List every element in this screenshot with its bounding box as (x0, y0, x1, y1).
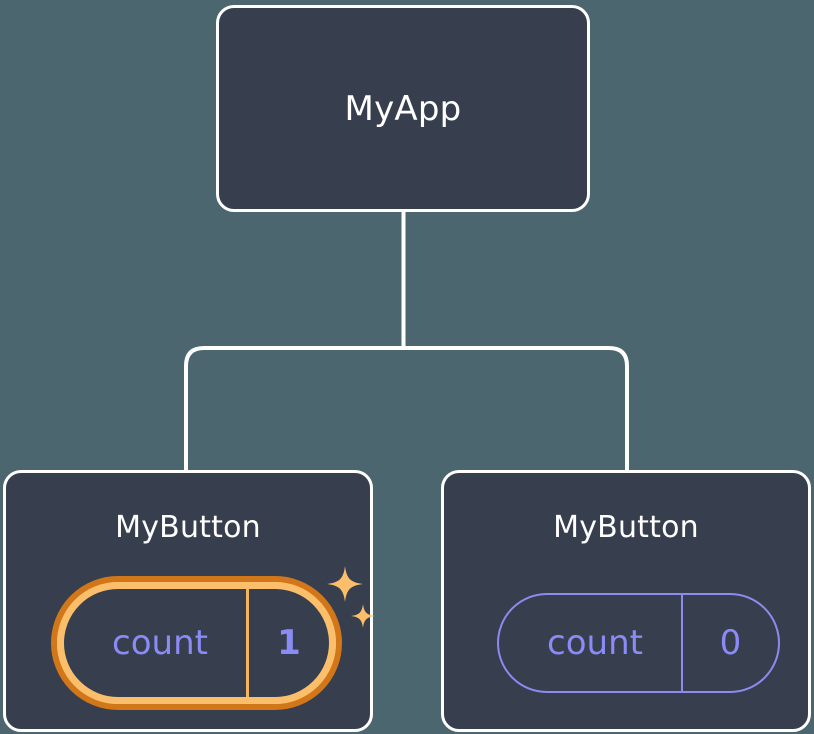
connector-bus (184, 346, 629, 470)
state-pill-left-wrapper[interactable]: count 1 (51, 576, 342, 710)
node-mybutton-right-label: MyButton (553, 510, 699, 545)
node-mybutton-right[interactable]: MyButton count 0 (441, 470, 811, 732)
state-pill-right[interactable]: count 0 (497, 593, 780, 693)
node-myapp[interactable]: MyApp (216, 5, 590, 212)
state-value-right: 0 (681, 595, 778, 691)
node-mybutton-left-label: MyButton (115, 510, 261, 545)
state-key-left: count (112, 623, 208, 663)
node-mybutton-left[interactable]: MyButton count 1 (3, 470, 375, 732)
state-key-right: count (547, 623, 643, 663)
state-pill-left-highlight-ring: count 1 (51, 576, 342, 710)
state-value-left: 1 (246, 589, 329, 697)
node-myapp-label: MyApp (344, 88, 462, 129)
sparkle-small-icon (351, 604, 375, 628)
state-pill-right-wrapper[interactable]: count 0 (497, 593, 780, 693)
state-pill-left[interactable]: count 1 (57, 582, 336, 704)
